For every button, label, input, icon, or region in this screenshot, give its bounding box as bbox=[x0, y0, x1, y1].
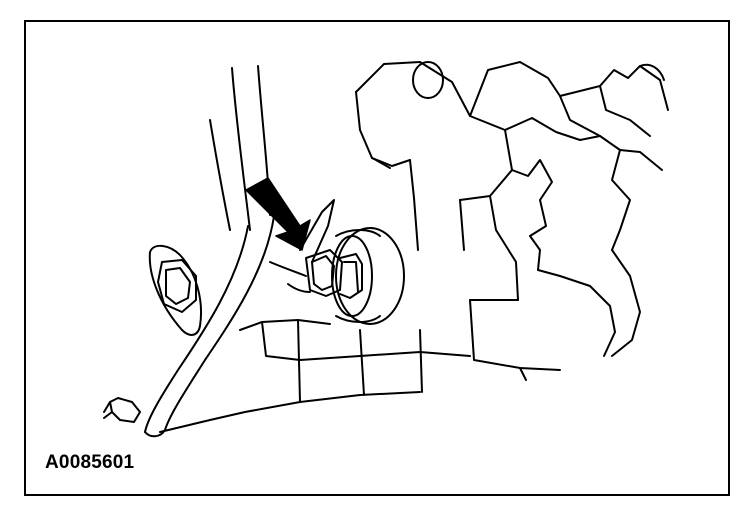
tensioner-arm bbox=[269, 199, 335, 293]
figure-frame bbox=[24, 20, 730, 496]
side-bracket bbox=[148, 244, 202, 336]
bolt bbox=[305, 249, 363, 299]
lower-clip bbox=[103, 397, 141, 423]
housing-hole-icon bbox=[412, 61, 444, 99]
lower-block bbox=[159, 299, 561, 433]
idler-pulley bbox=[331, 227, 405, 325]
upper-housing bbox=[355, 61, 513, 251]
callout-arrow-icon bbox=[245, 177, 311, 251]
right-engine-lines bbox=[469, 61, 669, 357]
figure-id-label: A0085601 bbox=[45, 452, 135, 473]
bracket-arm bbox=[144, 215, 275, 438]
